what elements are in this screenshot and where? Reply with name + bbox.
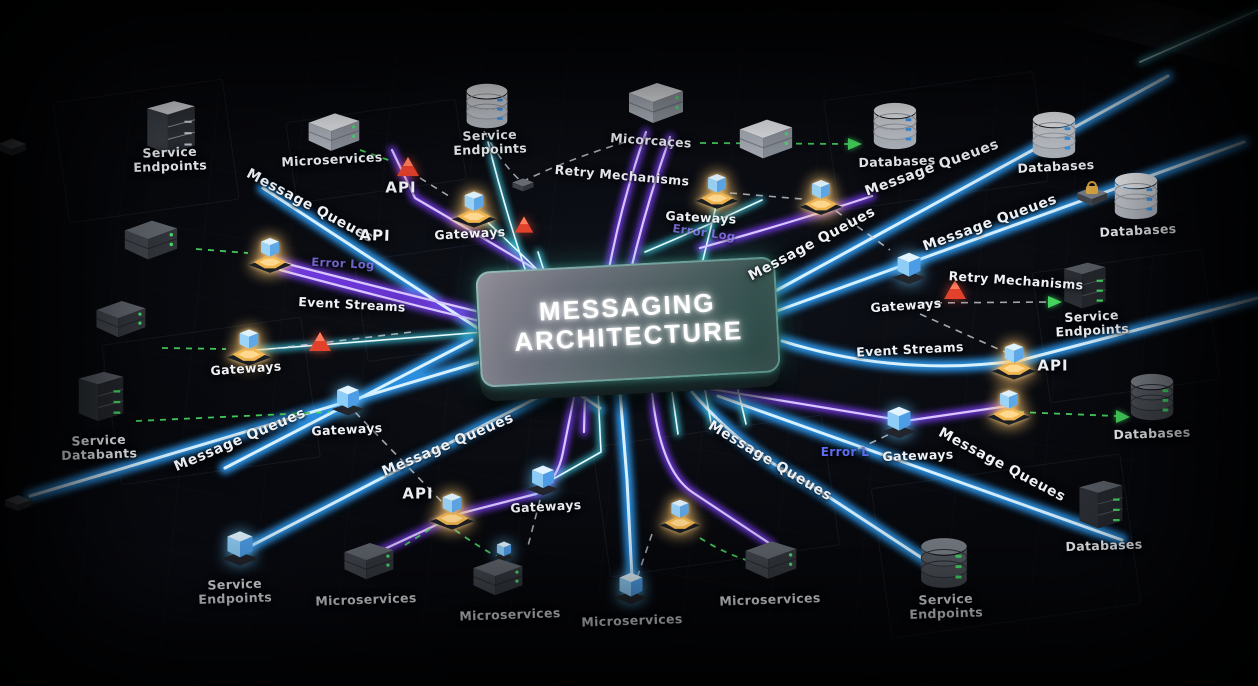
databases-icon <box>869 97 921 155</box>
label-message-queues: Message Queues <box>920 191 1060 255</box>
gateway-icon <box>223 322 275 372</box>
label-error-log: Error Log <box>311 254 376 273</box>
service-endpoints-rack-icon <box>1057 260 1111 312</box>
microservices-server-icon <box>91 299 149 341</box>
alert-triangle-icon <box>395 155 421 179</box>
label-event-streams: Event Streams <box>855 339 965 360</box>
api-gateway-icon <box>988 336 1040 386</box>
label-service-endpoints: Service Endpoints <box>198 575 273 608</box>
small-node-icon <box>2 491 34 513</box>
service-endpoints-rack-icon <box>139 98 201 158</box>
label-gateways: Gateways <box>434 223 506 243</box>
label-api: API <box>359 225 391 245</box>
alert-triangle-icon <box>513 215 535 235</box>
microservices-cube-icon <box>610 567 652 609</box>
gateway-icon <box>692 167 742 215</box>
databases-rack-icon <box>1072 478 1128 532</box>
databases-icon <box>1126 368 1178 426</box>
label-microservices: Microservices <box>719 590 821 609</box>
label-gateways: Gateways <box>209 358 282 379</box>
gateway-icon <box>448 184 500 234</box>
label-api: API <box>385 178 417 197</box>
service-databants-rack-icon <box>71 369 129 425</box>
microservices-server-icon <box>623 81 687 127</box>
label-databases: Databases <box>1065 536 1143 555</box>
gateway-icon <box>245 231 295 279</box>
label-api: API <box>1037 356 1069 375</box>
label-service-databants: Service Databants <box>60 431 138 464</box>
service-endpoints-cube-icon <box>217 525 263 571</box>
label-service-endpoints: Service Endpoints <box>1055 307 1130 340</box>
cube-icon <box>491 538 517 564</box>
gateway-icon <box>796 173 846 221</box>
label-gateways: Gateways <box>510 496 582 516</box>
microservices-server-icon <box>468 557 526 599</box>
label-message-queues: Message Queues <box>745 203 879 285</box>
small-node-icon <box>510 175 536 193</box>
label-service-endpoints: Service Endpoints <box>133 143 208 176</box>
api-gateway-icon <box>426 486 478 536</box>
label-service-endpoints: Service Endpoints <box>453 126 528 159</box>
microservices-server-icon <box>303 111 363 154</box>
service-endpoints-db-icon <box>462 78 512 134</box>
databases-icon <box>1028 106 1080 164</box>
label-message-queues: Message Queues <box>935 424 1069 506</box>
label-gateways: Gateways <box>882 446 954 465</box>
label-message-queues: Message Queues <box>243 165 377 247</box>
microservices-server-icon <box>119 219 181 264</box>
label-gateways: Gateways <box>311 419 383 439</box>
gateway-icon <box>656 493 704 539</box>
service-endpoints-db-icon <box>916 532 972 594</box>
alert-triangle-icon <box>942 278 968 302</box>
label-retry-mechanisms: Retry Mechanisms <box>948 268 1084 293</box>
label-message-queues: Message Queues <box>171 404 309 475</box>
databases-icon <box>1110 167 1162 225</box>
gateway-cube-icon <box>888 247 930 289</box>
microservices-server-icon <box>339 541 397 583</box>
alert-triangle-icon <box>307 330 333 354</box>
gateway-cube-icon <box>878 401 920 443</box>
label-microservices: Microservices <box>459 605 561 624</box>
label-gateways: Gateways <box>869 295 942 316</box>
label-event-streams: Event Streams <box>297 294 407 315</box>
label-databases: Databases <box>1017 156 1095 176</box>
label-api: API <box>402 484 434 503</box>
gateway-cube-icon <box>328 380 368 420</box>
label-microservices: Microservices <box>281 149 383 170</box>
label-error-l: Error L <box>820 445 870 460</box>
label-micorca-es: Micorcaçes <box>609 129 693 151</box>
label-message-queues: Message Queues <box>705 417 835 505</box>
gateway-cube-icon <box>523 460 563 500</box>
server-icon <box>734 118 796 163</box>
label-databases: Databases <box>1113 424 1191 443</box>
green-arrow-icon <box>1116 410 1130 423</box>
microservices-server-icon <box>740 539 800 582</box>
green-arrow-icon <box>848 138 862 150</box>
lock-node-icon <box>1074 177 1110 207</box>
small-node-icon <box>0 134 29 157</box>
label-message-queues: Message Queues <box>379 409 517 480</box>
green-arrow-icon <box>1048 296 1062 308</box>
gateway-icon <box>984 383 1034 431</box>
label-service-endpoints: Service Endpoints <box>909 590 984 623</box>
label-microservices: Microservices <box>315 590 417 609</box>
label-retry-mechanisms: Retry Mechanisms <box>554 161 691 189</box>
label-databases: Databases <box>1099 220 1177 240</box>
label-microservices: Microservices <box>581 611 683 630</box>
